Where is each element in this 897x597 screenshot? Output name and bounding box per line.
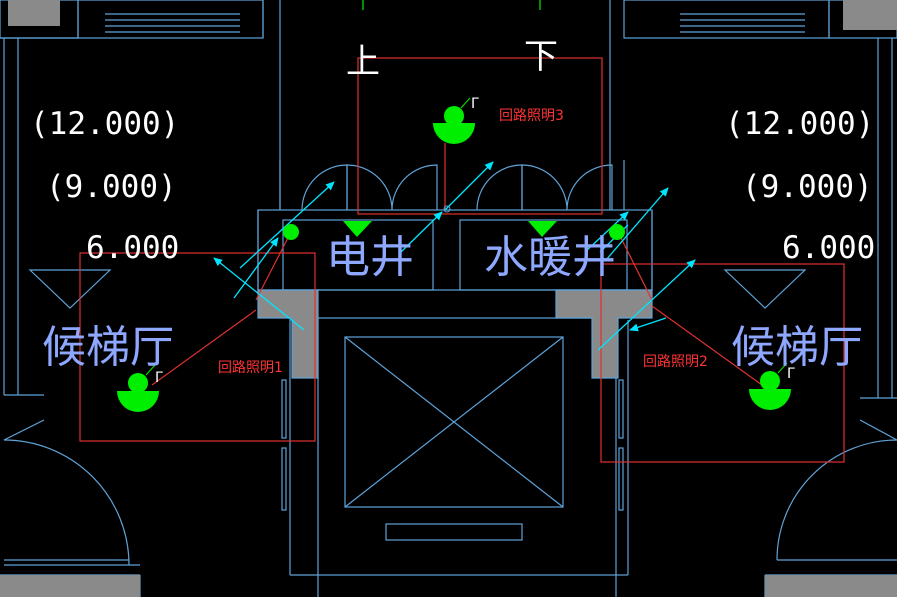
ceiling-lamp-icon[interactable] <box>433 97 475 144</box>
elevation-label: (9.000) <box>742 169 873 205</box>
arrow-layer <box>213 161 696 351</box>
room-label-left-lobby: 候梯厅 <box>42 322 174 373</box>
junction-node <box>443 205 451 213</box>
circuit-label-1: 回路照明1 <box>218 360 283 376</box>
shaft-light-triangle-icon <box>343 221 372 237</box>
elevation-label: 6.000 <box>782 230 875 266</box>
stair-up-label: 上 <box>346 42 380 82</box>
fixture-tag: Γ <box>787 366 795 382</box>
ceiling-lamp-icon[interactable] <box>117 364 159 412</box>
circuit-label-3: 回路照明3 <box>499 108 564 124</box>
fixture-tag: Γ <box>471 96 479 112</box>
elevation-label: (12.000) <box>30 106 179 142</box>
shaft-light-icon[interactable] <box>609 224 625 240</box>
room-label-electric-shaft: 电井 <box>326 232 414 283</box>
shaft-light-triangle-icon <box>528 221 557 237</box>
elevation-label: (12.000) <box>725 106 874 142</box>
fixture-tag: Γ <box>155 370 163 386</box>
room-label-water-heating-shaft: 水暖井 <box>484 232 616 283</box>
shaft-light-icon[interactable] <box>283 224 299 240</box>
circuit-label-2: 回路照明2 <box>643 354 708 370</box>
circuit-layer <box>79 57 845 463</box>
ceiling-lamp-icon[interactable] <box>749 362 791 410</box>
room-label-right-lobby: 候梯厅 <box>731 322 863 373</box>
elevation-label: 6.000 <box>86 230 179 266</box>
elevation-label: (9.000) <box>46 169 177 205</box>
stair-down-label: 下 <box>524 37 558 77</box>
